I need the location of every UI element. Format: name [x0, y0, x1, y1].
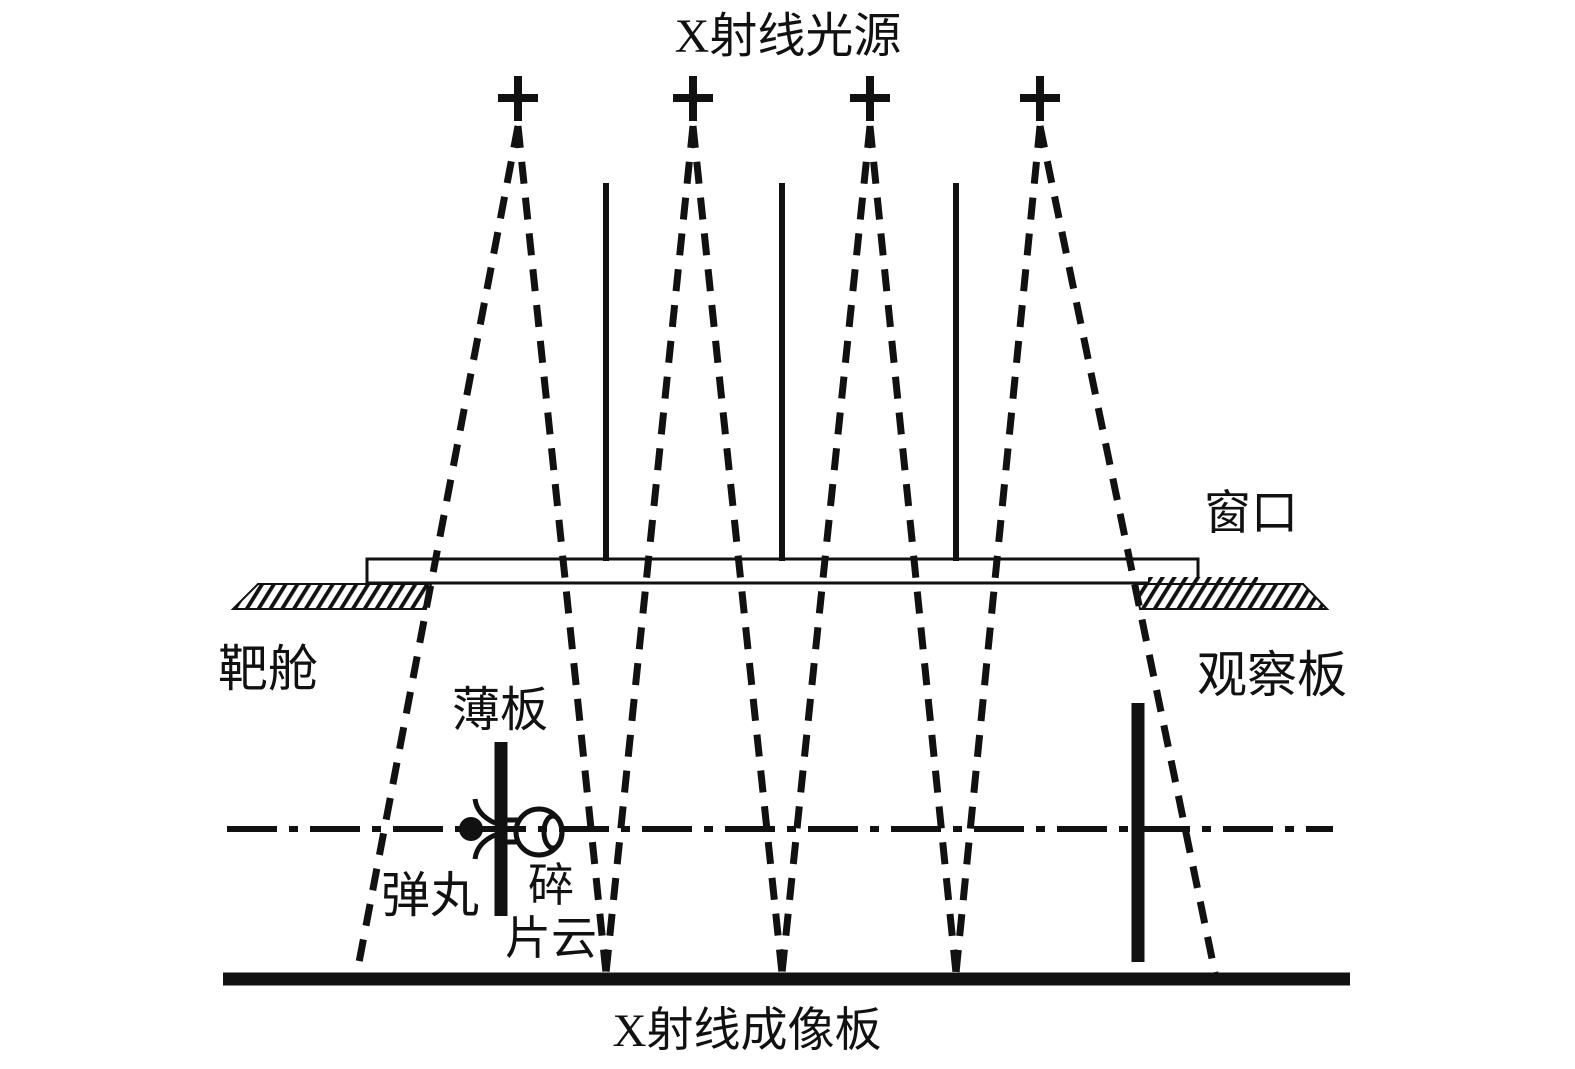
- xray-source-cross-3: [850, 76, 890, 121]
- beam-cones: [353, 125, 1219, 974]
- label-debris-cloud-line1: 碎: [528, 860, 574, 911]
- beam-edge-cone2-left: [602, 125, 697, 974]
- xray-source-cross-4: [1020, 76, 1060, 121]
- label-thin-plate: 薄板: [452, 684, 548, 737]
- beam-edge-cone4-right: [1036, 125, 1219, 974]
- window-plate: [365, 557, 1200, 585]
- label-window: 窗口: [1204, 488, 1298, 540]
- xray-source-cross-1: [498, 76, 538, 121]
- chamber-wall-hatch-right: [1133, 583, 1330, 610]
- beam-edge-cone1-left: [353, 125, 522, 974]
- xray-sources: [498, 76, 1060, 121]
- chamber-wall-hatch-left: [230, 583, 433, 610]
- debris-cloud-front-ellipse: [541, 813, 565, 851]
- label-debris-cloud-line2: 片云: [505, 913, 597, 964]
- chamber-wall-hatch-serration: [1148, 577, 1258, 584]
- beam-edge-cone3-left: [778, 125, 874, 974]
- xray-source-cross-2: [673, 76, 713, 121]
- beam-edge-cone2-right: [689, 125, 786, 974]
- beam-edge-cone3-right: [866, 125, 960, 974]
- label-observation-plate: 观察板: [1197, 647, 1347, 703]
- beam-edge-cone4-left: [952, 125, 1044, 974]
- label-imaging-plate: X射线成像板: [613, 1005, 882, 1057]
- projectile-dot: [459, 817, 483, 841]
- label-projectile: 弹丸: [381, 868, 479, 923]
- label-target-chamber: 靶舱: [218, 641, 318, 697]
- label-xray-source: X射线光源: [675, 10, 902, 63]
- spall-arc-lower: [472, 832, 497, 860]
- spall-arc-upper: [472, 798, 497, 826]
- beam-edge-cone1-right: [514, 125, 610, 974]
